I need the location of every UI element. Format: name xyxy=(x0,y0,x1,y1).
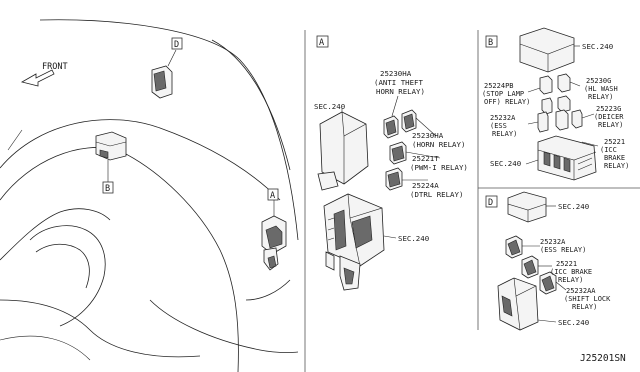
label-a-sec240-top: SEC.240 xyxy=(314,102,345,111)
front-arrow-icon xyxy=(20,69,55,87)
relay-box-lower xyxy=(323,193,385,291)
panel-d-letter-box xyxy=(485,195,498,208)
relay-small-3 xyxy=(571,109,583,129)
callout-b: B xyxy=(105,184,110,194)
relay-box-base-d xyxy=(497,277,539,331)
hood-edge xyxy=(0,119,281,201)
label-b-stop-lamp: 25224PB (STOP LAMP OFF) RELAY) xyxy=(482,82,530,106)
label-b-icc: 25221 (ICC BRAKE RELAY) xyxy=(600,138,629,170)
relay-part-d xyxy=(151,49,177,99)
label-b-ess: 25232A (ESS RELAY) xyxy=(490,114,520,138)
relay-stop-lamp xyxy=(539,75,553,95)
label-d-sec240-bottom: SEC.240 xyxy=(558,318,589,327)
vehicle-front-view: FRONT D B xyxy=(0,19,299,372)
relay-pwm xyxy=(389,141,407,165)
relay-ess-d xyxy=(505,235,523,259)
label-b-hl-wash: 25230G (HL WASH RELAY) xyxy=(584,77,622,101)
label-a-pwm: 25221T (PWM-I RELAY) xyxy=(410,154,468,172)
relay-horn xyxy=(401,109,417,133)
label-a-anti-theft: 25230HA (ANTI THEFT HORN RELAY) xyxy=(374,69,427,96)
callout-a: A xyxy=(270,191,275,201)
label-d-shift-lock: 25232AA (SHIFT LOCK RELAY) xyxy=(564,287,615,311)
label-a-dtrl: 25224A (DTRL RELAY) xyxy=(410,181,463,199)
relay-box-cover-b xyxy=(519,27,575,73)
relay-deicer xyxy=(555,109,569,131)
relay-box-base-b xyxy=(537,135,597,181)
label-a-horn: 25230HA (HORN RELAY) xyxy=(412,131,465,149)
callout-d-box xyxy=(171,37,183,50)
relay-part-b xyxy=(95,131,127,182)
callout-a-box xyxy=(267,188,279,201)
callout-b-box xyxy=(102,181,114,194)
relay-part-a xyxy=(261,200,287,271)
panel-d-letter: D xyxy=(488,198,493,208)
panel-b-letter-box xyxy=(485,35,498,48)
relay-small-2 xyxy=(557,95,571,113)
diagram-code: J25201SN xyxy=(580,353,626,364)
panel-a-letter-box xyxy=(316,35,329,48)
label-b-sec240-top: SEC.240 xyxy=(582,42,613,51)
label-b-sec240-bottom: SEC.240 xyxy=(490,159,521,168)
panel-d: D SEC.240 xyxy=(485,191,615,331)
relay-hl-wash xyxy=(557,73,571,93)
panel-a: A xyxy=(314,35,468,291)
label-d-icc: 25221 (ICC BRAKE RELAY) xyxy=(550,260,596,284)
label-b-deicer: 25223G (DEICER RELAY) xyxy=(594,105,628,129)
relay-ess-b xyxy=(537,111,549,133)
label-a-sec240-bottom: SEC.240 xyxy=(398,234,429,243)
relay-shift-lock xyxy=(539,271,557,295)
relay-dtrl xyxy=(385,167,403,191)
relay-icc-d xyxy=(521,255,539,279)
label-d-sec240-top: SEC.240 xyxy=(558,202,589,211)
panel-b-letter: B xyxy=(488,38,493,48)
relay-anti-theft xyxy=(383,115,399,139)
front-label: FRONT xyxy=(42,62,68,72)
panel-b: B xyxy=(482,27,629,181)
label-d-ess: 25232A (ESS RELAY) xyxy=(540,238,586,254)
relay-small-1 xyxy=(541,97,553,115)
panel-a-letter: A xyxy=(319,38,324,48)
callout-d: D xyxy=(174,40,179,50)
fuse-box-cover xyxy=(317,111,369,191)
relay-box-cover-d xyxy=(507,191,547,223)
